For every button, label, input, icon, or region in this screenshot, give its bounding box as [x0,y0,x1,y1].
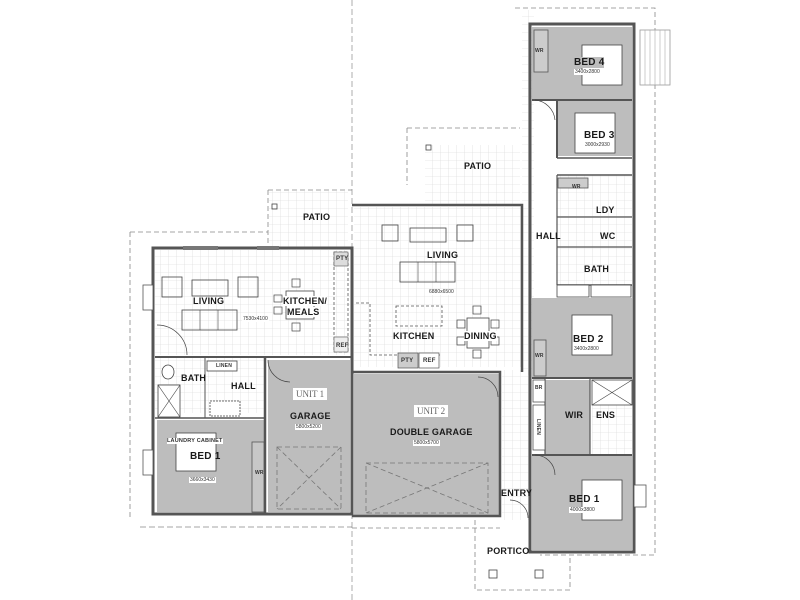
unit2-bed1-label: BED 1 [569,494,600,505]
unit2-wr-label: WR [572,184,581,190]
unit2-living-label: LIVING [427,250,459,260]
unit2-wc-label: WC [600,231,616,241]
unit2-double-garage-label: DOUBLE GARAGE [390,427,473,437]
unit2-linen-label: LINEN [535,419,541,435]
unit1-pantry-label: PTY [336,256,349,262]
unit2-pantry-label: PTY [401,358,414,364]
unit1-kitchen-label: KITCHEN/ [283,296,328,306]
unit2-patio [425,145,520,205]
unit1-meals-label: MEALS [287,307,320,317]
unit2-ensuite-label: ENS [596,410,616,420]
unit1-living-dimension: 7530x4100 [242,316,269,322]
unit2-bed4-dimension: 3400x2800 [574,69,601,75]
unit2-wir-label: WIR [565,410,584,420]
unit2-fridge-label: REF [423,358,436,364]
unit2-bed3-label: BED 3 [584,130,615,141]
unit1-patio-label: PATIO [303,212,331,222]
unit2-patio-label: PATIO [464,161,492,171]
unit2-bath-label: BATH [584,264,610,274]
unit1-patio [268,190,348,248]
unit2-bed4-wr-label: WR [535,48,544,54]
unit1-garage-label: GARAGE [290,411,331,421]
unit2-title: UNIT 2 [414,405,449,417]
unit2-bed2-dimension: 3400x2800 [573,346,600,352]
unit1-bed1-label: BED 1 [190,451,221,462]
unit2-bed2-wr-label: WR [535,353,544,359]
unit2-bed1-dimension: 4000x3800 [569,507,596,513]
unit1-fridge-label: REF [336,343,349,349]
unit2-portico-label: PORTICO [487,546,530,556]
unit2-entry-label: ENTRY [501,488,533,498]
unit1-garage-area [268,360,350,512]
unit2-bed2-label: BED 2 [573,334,604,345]
unit2-bed3-dimension: 3000x2930 [584,142,611,148]
unit1-garage-dimension: 5800x5200 [295,424,322,430]
unit1-bed1-dimension: 3660x3430 [189,477,216,483]
unit2-garage-dimension: 5800x5700 [413,440,440,446]
unit1-laundry-cabinet-label: LAUNDRY CABINET [167,438,223,444]
unit2-dining-label: DINING [464,331,497,341]
unit1-title: UNIT 1 [293,388,328,400]
unit2-laundry-label: LDY [596,205,615,215]
unit2-hall-label: HALL [536,231,561,241]
unit2-living-dimension: 6880x6500 [428,289,455,295]
unit2-bed4-label: BED 4 [574,57,605,68]
unit1-linen-label: LINEN [216,363,232,369]
unit1-living-label: LIVING [193,296,225,306]
unit1-wr-label: WR [255,470,264,476]
unit1-hall-label: HALL [231,381,256,391]
unit2-living-area [354,207,522,367]
unit2-kitchen-label: KITCHEN [393,331,435,341]
unit2-br-label: BR [535,385,543,391]
unit1-bath-label: BATH [181,373,207,383]
